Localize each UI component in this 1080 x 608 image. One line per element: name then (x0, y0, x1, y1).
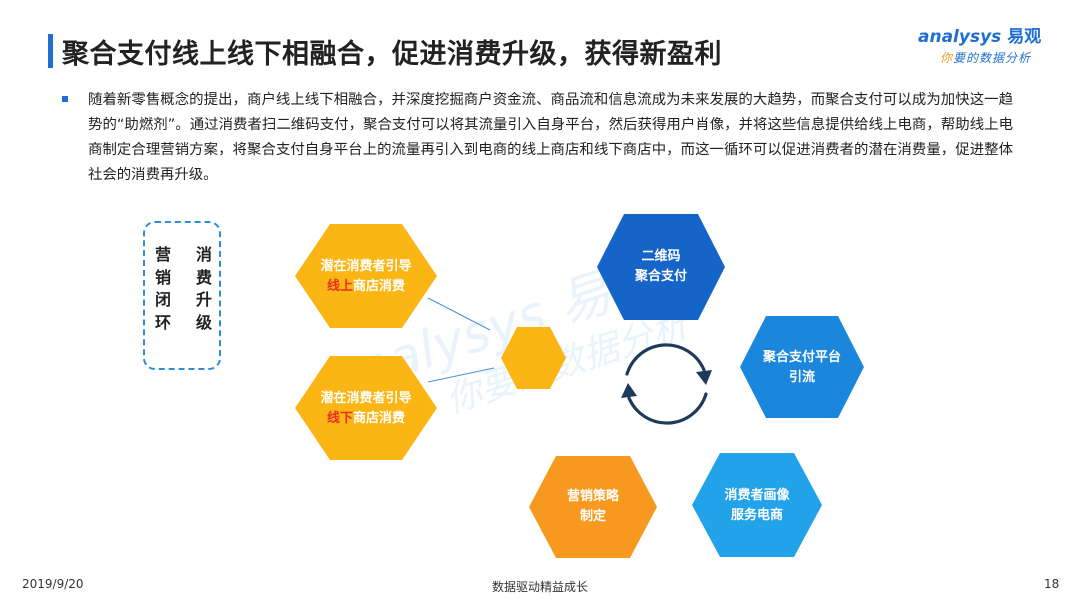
hex-offline-line1: 潜在消费者引导 (320, 391, 412, 406)
hex-hub (501, 327, 566, 389)
hex-qr-line2: 聚合支付 (634, 269, 687, 284)
hex-marketing-line1: 营销策略 (566, 489, 619, 504)
footer-tagline: 数据驱动精益成长 (491, 580, 588, 594)
hex-marketing-label: 营销策略 制定 (529, 487, 657, 527)
logo-brand-cn: 易观 (1007, 27, 1042, 47)
hex-qr-payment (597, 214, 725, 320)
page-number: 18 (1044, 577, 1060, 591)
logo-slogan: 你要的数据分析 (940, 49, 1031, 66)
analysys-logo: analysys 易观 你要的数据分析 (918, 22, 1058, 70)
hex-online-highlight: 线上 (326, 279, 353, 294)
hex-portrait-label: 消费者画像 服务电商 (692, 486, 822, 526)
logo-brand-text: nalysys (929, 27, 1002, 47)
label-marketing-loop: 营销闭环 (154, 245, 171, 332)
hex-platform-line2: 引流 (788, 370, 815, 385)
hex-offline-highlight: 线下 (326, 411, 353, 426)
body-paragraph: 随着新零售概念的提出，商户线上线下相融合，并深度挖掘商户资金流、商品流和信息流成… (88, 92, 1013, 183)
hex-portrait-line2: 服务电商 (730, 508, 783, 523)
hex-consumer-portrait (692, 453, 822, 557)
hex-marketing-strategy (529, 456, 657, 558)
logo-brand-prefix: a (918, 27, 930, 47)
hex-online-store (295, 224, 437, 328)
hex-portrait-line1: 消费者画像 (724, 488, 790, 503)
page-title: 聚合支付线上线下相融合，促进消费升级，获得新盈利 (62, 39, 722, 70)
hex-online-rest: 商店消费 (353, 279, 406, 294)
hex-qr-line1: 二维码 (641, 249, 681, 264)
hex-offline-rest: 商店消费 (353, 411, 406, 426)
loop-label-box (143, 221, 221, 370)
bullet-icon (62, 96, 68, 102)
hex-offline-line2: 线下商店消费 (296, 409, 436, 429)
hex-offline-label: 潜在消费者引导 线下商店消费 (296, 389, 436, 429)
logo-slogan-rest: 要的数据分析 (953, 51, 1032, 65)
cycle-arrowheads (621, 370, 712, 398)
connector-line-online (427, 297, 491, 331)
logo-slogan-first: 你 (940, 51, 954, 65)
hex-marketing-line2: 制定 (579, 509, 606, 524)
hex-online-label: 潜在消费者引导 线上商店消费 (296, 257, 436, 297)
label-consumption-upgrade: 消费升级 (195, 245, 212, 332)
hex-platform-label: 聚合支付平台 引流 (740, 348, 864, 388)
footer-date: 2019/9/20 (22, 577, 84, 591)
hex-offline-store (295, 356, 437, 460)
hex-platform-line1: 聚合支付平台 (762, 350, 841, 365)
hex-online-line2: 线上商店消费 (296, 277, 436, 297)
title-accent-bar (48, 34, 53, 68)
hex-qr-label: 二维码 聚合支付 (597, 247, 725, 287)
logo-brand: analysys 易观 (918, 22, 1041, 47)
hex-platform-traffic (740, 316, 864, 418)
hex-online-line1: 潜在消费者引导 (320, 259, 412, 274)
connector-line-offline (427, 367, 495, 383)
cycle-arrows-icon (625, 343, 708, 425)
